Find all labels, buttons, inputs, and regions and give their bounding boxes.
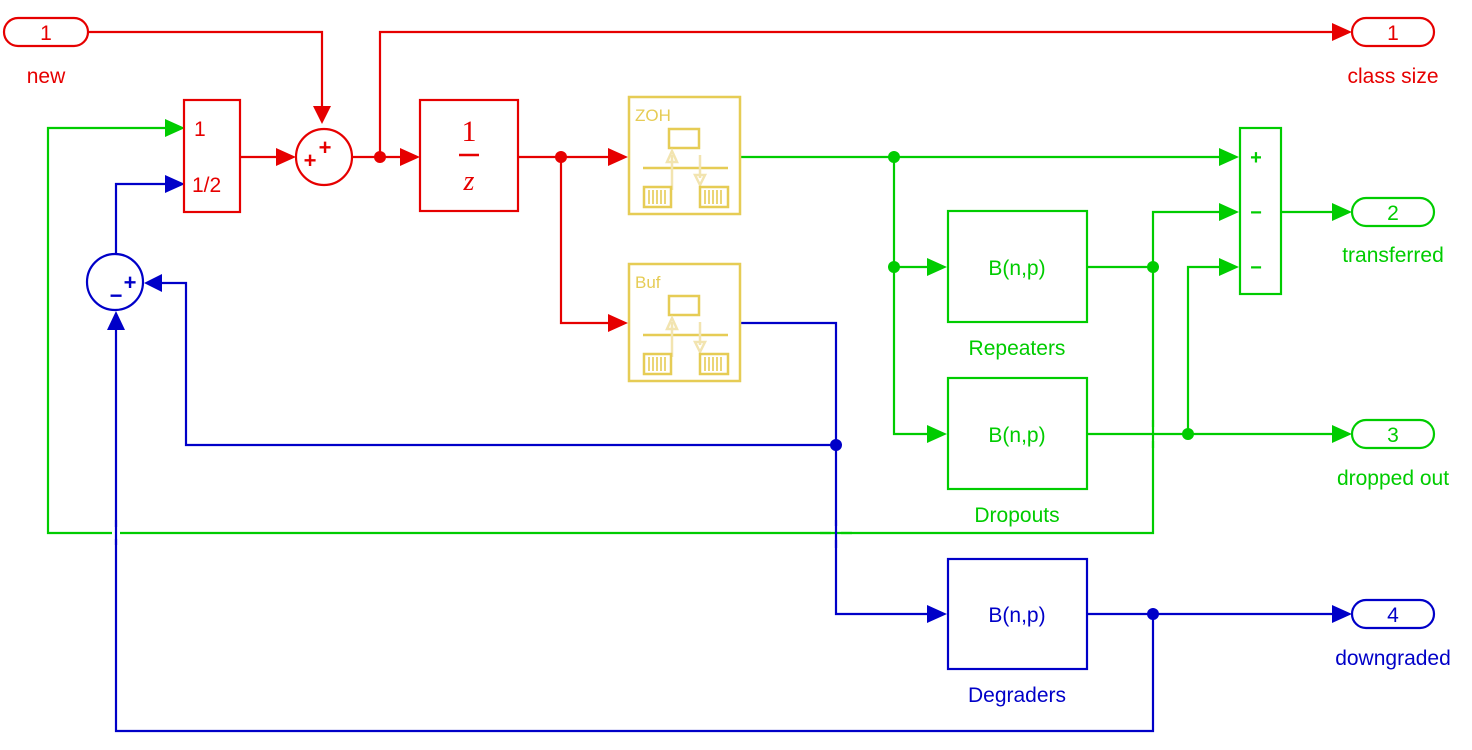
arrow-head <box>1219 258 1239 276</box>
wire-to-class-size <box>378 30 1336 157</box>
degraders-label: Degraders <box>968 684 1066 707</box>
arrow-head <box>400 148 420 166</box>
wire-to-dropouts <box>892 157 930 436</box>
arrow-head <box>313 106 331 124</box>
arrow-head <box>1332 425 1352 443</box>
sum-block-left[interactable]: + − <box>85 252 145 312</box>
arrow-head <box>276 148 296 166</box>
outport-label: transferred <box>1342 244 1444 267</box>
zoh-label: ZOH <box>635 106 671 125</box>
sum-sign: + <box>124 270 137 295</box>
arrow-head <box>608 314 628 332</box>
sum-block-right[interactable]: + − − <box>1238 126 1283 296</box>
sum-sign: − <box>1250 257 1262 279</box>
branch-point <box>888 261 900 273</box>
arrow-head <box>107 311 125 330</box>
wire-delay-to-buf <box>559 157 612 325</box>
gain-row2: 1/2 <box>192 174 221 197</box>
branch-point <box>374 151 386 163</box>
gain-row1: 1 <box>194 118 206 141</box>
branch-point <box>1147 608 1159 620</box>
wire-buf-to-degraders <box>740 321 930 616</box>
dropouts-text: B(n,p) <box>988 424 1045 447</box>
sum-sign: − <box>1250 202 1262 224</box>
degraders-block[interactable]: B(n,p) Degraders <box>946 557 1089 707</box>
dropouts-block[interactable]: B(n,p) Dropouts <box>946 376 1089 527</box>
arrow-head <box>927 258 947 276</box>
arrow-head <box>1332 23 1352 41</box>
repeaters-label: Repeaters <box>969 337 1066 360</box>
sum-sign: + <box>1250 147 1262 169</box>
outport-label: downgraded <box>1335 647 1451 670</box>
gain-block[interactable]: 1 1/2 <box>182 98 242 214</box>
unit-delay-block[interactable]: 1 z <box>418 98 520 213</box>
branch-point <box>830 439 842 451</box>
sum-sign: + <box>319 135 332 160</box>
dropouts-label: Dropouts <box>974 504 1059 527</box>
rate-transition-icon <box>642 294 730 376</box>
outport-dropped-out[interactable]: 3 dropped out <box>1337 418 1449 490</box>
branch-point <box>1182 428 1194 440</box>
delay-numerator: 1 <box>462 115 477 148</box>
branch-point <box>555 151 567 163</box>
sum-sign: − <box>110 283 123 308</box>
outport-transferred[interactable]: 2 transferred <box>1342 196 1444 267</box>
arrow-head <box>1219 203 1239 221</box>
arrow-head <box>927 425 947 443</box>
sum-block-top[interactable]: + + <box>294 127 354 187</box>
arrow-head <box>608 148 628 166</box>
repeaters-text: B(n,p) <box>988 257 1045 280</box>
arrow-head <box>165 175 185 193</box>
outport-number: 3 <box>1387 424 1399 447</box>
inport-new[interactable]: 1 new <box>2 16 90 88</box>
arrow-head <box>1332 203 1352 221</box>
inport-label: new <box>27 65 66 88</box>
outport-number: 4 <box>1387 604 1399 627</box>
repeaters-block[interactable]: B(n,p) Repeaters <box>946 209 1089 360</box>
wire-dropouts-to-sum <box>1186 265 1222 434</box>
zoh-block[interactable]: ZOH <box>627 95 742 216</box>
inport-number: 1 <box>40 22 52 45</box>
buf-label: Buf <box>635 273 661 292</box>
branch-point <box>1147 261 1159 273</box>
outport-number: 2 <box>1387 202 1399 225</box>
wire-new-to-sum <box>88 30 324 107</box>
outport-number: 1 <box>1387 22 1399 45</box>
outport-downgraded[interactable]: 4 downgraded <box>1335 598 1451 670</box>
wire-buf-to-sum-left <box>160 281 836 447</box>
arrow-head <box>144 274 162 292</box>
outport-class-size[interactable]: 1 class size <box>1347 16 1439 88</box>
outport-label: dropped out <box>1337 467 1449 490</box>
wire-repeaters-to-sum <box>1151 210 1222 267</box>
outport-label: class size <box>1347 65 1438 88</box>
arrow-head <box>927 605 947 623</box>
delay-denominator: z <box>463 166 475 197</box>
degraders-text: B(n,p) <box>988 604 1045 627</box>
sum-sign: + <box>304 148 317 173</box>
arrow-head <box>1332 605 1352 623</box>
rate-transition-icon <box>642 127 730 209</box>
arrow-head <box>165 119 185 137</box>
buf-block[interactable]: Buf <box>627 262 742 383</box>
wire-sum-left-to-gain <box>114 182 168 254</box>
arrow-head <box>1219 148 1239 166</box>
